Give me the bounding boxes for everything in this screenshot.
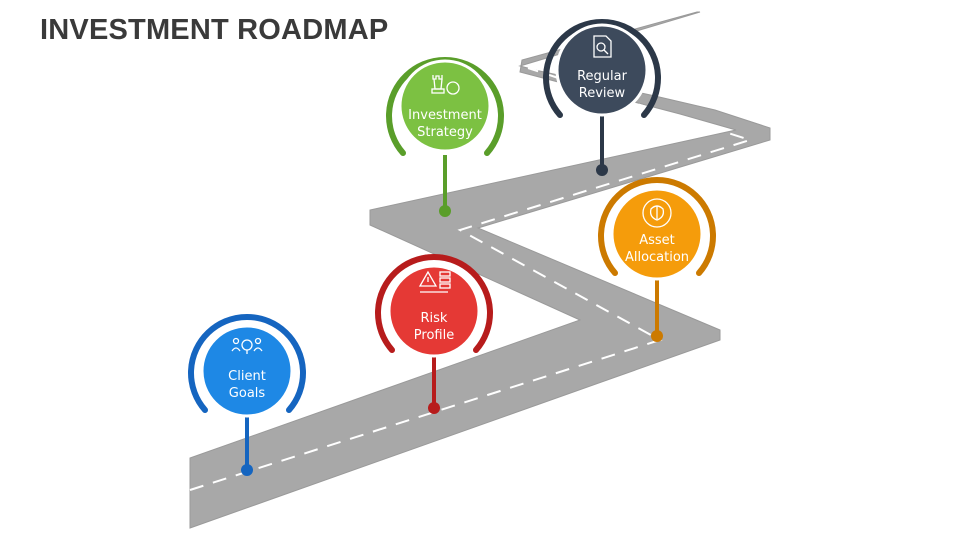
asset-allocation-marker	[651, 330, 663, 342]
client-goals-label: Client Goals	[228, 369, 266, 401]
chess-rook-coin-icon	[431, 75, 460, 95]
client-goals-marker	[241, 464, 253, 476]
investment-strategy-label: Investment Strategy	[408, 108, 482, 140]
risk-warning-icon	[418, 270, 451, 293]
page-title: INVESTMENT ROADMAP	[40, 14, 389, 46]
pin-regular-review	[543, 18, 661, 118]
pin-client-goals	[188, 313, 306, 418]
investment-strategy-marker	[439, 205, 451, 217]
pin-investment-strategy	[386, 56, 504, 156]
risk-profile-marker	[428, 402, 440, 414]
risk-profile-label: Risk Profile	[413, 311, 455, 343]
road-surface	[189, 11, 771, 529]
pin-asset-allocation	[598, 176, 716, 281]
asset-allocation-label: Asset Allocation	[624, 233, 690, 265]
people-idea-icon	[231, 337, 263, 354]
regular-review-marker	[596, 164, 608, 176]
regular-review-label: Regular Review	[577, 69, 627, 101]
pin-stems	[241, 116, 663, 476]
money-bag-cycle-icon	[642, 198, 672, 228]
pin-risk-profile	[375, 253, 493, 358]
document-check-icon	[593, 35, 612, 58]
